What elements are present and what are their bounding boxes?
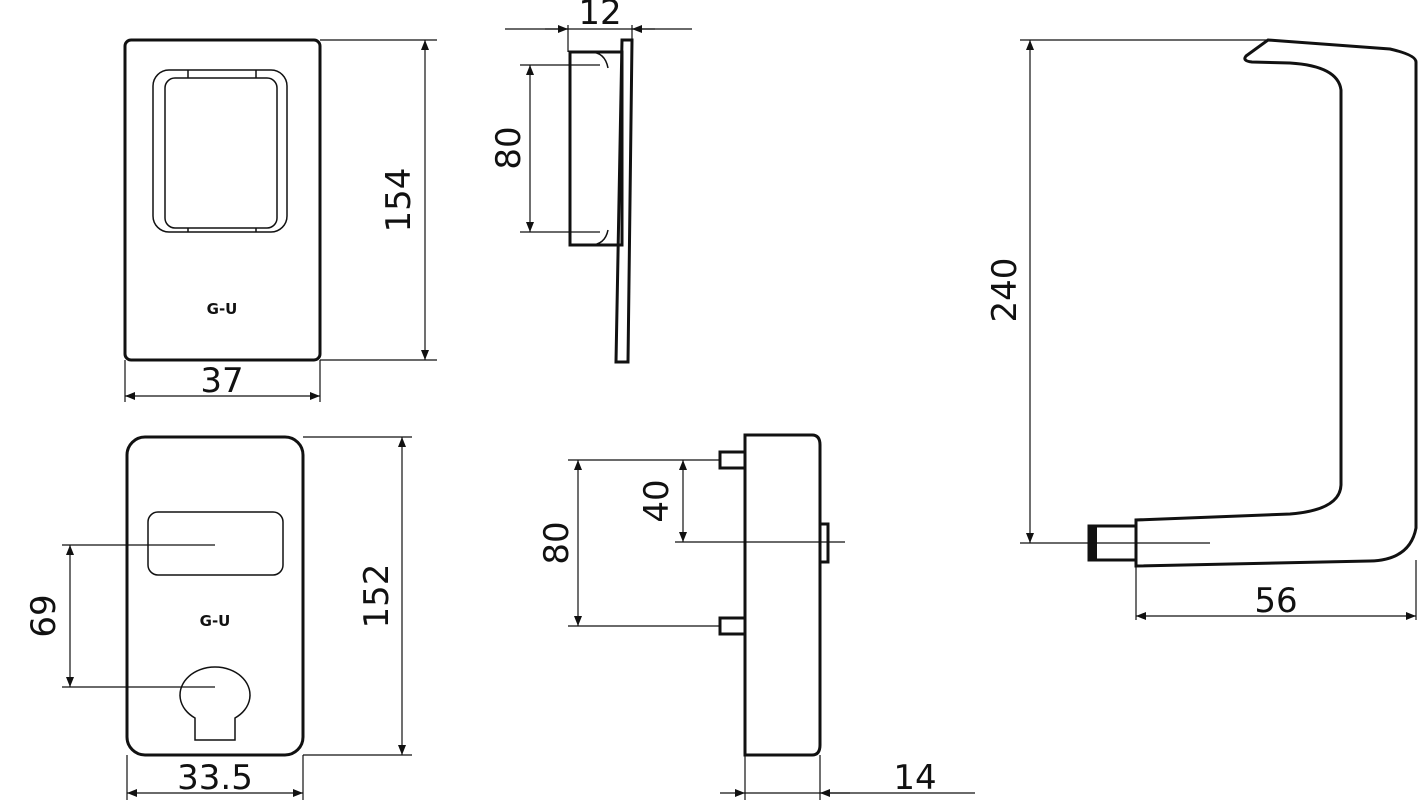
side-plate-top-view: 12 80 (489, 0, 692, 364)
dimension-width-33-5: 33.5 (177, 758, 253, 798)
dimension-grip-80: 80 (489, 126, 529, 169)
dimension-handle-projection-56: 56 (1254, 581, 1297, 621)
gu-logo: G-U (200, 612, 231, 630)
dimension-pin-spacing-80: 80 (537, 521, 577, 564)
dimension-knob-to-cylinder-69: 69 (24, 594, 64, 637)
dimension-width-37: 37 (200, 361, 243, 401)
dimension-thickness-12: 12 (578, 0, 621, 33)
handle-side-view: 240 56 (985, 38, 1418, 621)
dimension-height-154: 154 (379, 168, 419, 233)
dimension-thickness-14: 14 (893, 758, 936, 798)
gu-logo: G-U (207, 300, 238, 318)
dimension-handle-height-240: 240 (985, 258, 1025, 323)
front-plate-bottom-view: G-U 69 152 33.5 (24, 435, 412, 800)
side-plate-bottom-view: 80 40 14 (537, 433, 975, 800)
dimension-height-152: 152 (357, 564, 397, 629)
front-plate-top-view: G-U 154 37 (123, 38, 437, 402)
dimension-pin-to-spindle-40: 40 (637, 479, 677, 522)
